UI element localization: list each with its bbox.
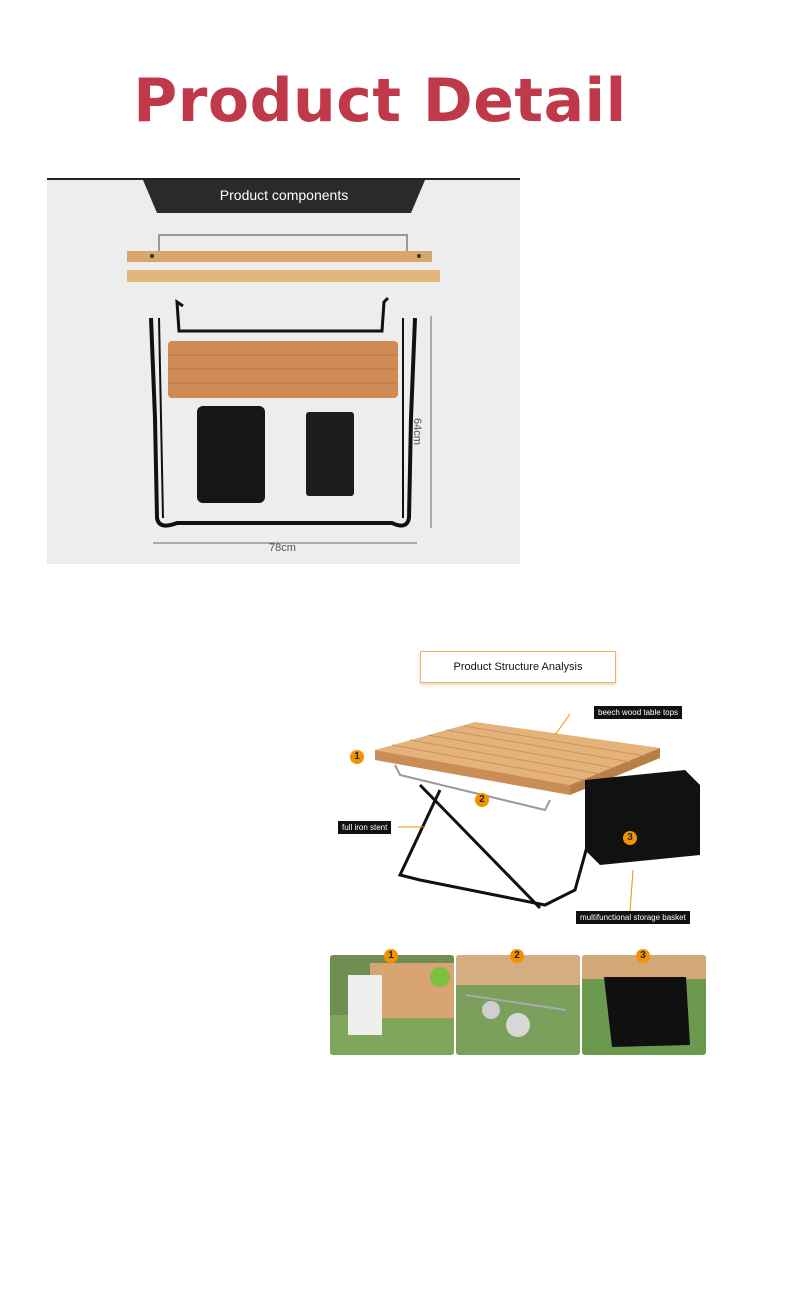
- detail-photo-rack: [456, 955, 580, 1055]
- components-banner: Product components: [219, 187, 349, 203]
- marker-2: 2: [475, 793, 489, 807]
- height-dimension-label: 64cm: [411, 418, 423, 445]
- photo-marker-3: 3: [636, 949, 650, 963]
- structure-heading: Product Structure Analysis: [420, 651, 616, 683]
- page-title: Product Detail: [133, 66, 627, 136]
- detail-photo-basket: [582, 955, 706, 1055]
- structure-image: Product Structure Analysis beech wood ta…: [330, 640, 710, 1060]
- photo-marker-1: 1: [384, 949, 398, 963]
- basket-label: multifunctional storage basket: [576, 911, 690, 924]
- table-top-label: beech wood table tops: [594, 706, 683, 719]
- stent-label: full iron stent: [338, 821, 392, 834]
- photo-marker-2: 2: [510, 949, 524, 963]
- marker-1: 1: [350, 750, 364, 764]
- detail-photo-hanger: [330, 955, 454, 1055]
- width-dimension-label: 78cm: [269, 542, 296, 554]
- components-illustration: [47, 178, 520, 544]
- components-image: Product components 64cm 78cm: [47, 178, 520, 564]
- table-illustration: [375, 713, 700, 913]
- marker-3: 3: [623, 831, 637, 845]
